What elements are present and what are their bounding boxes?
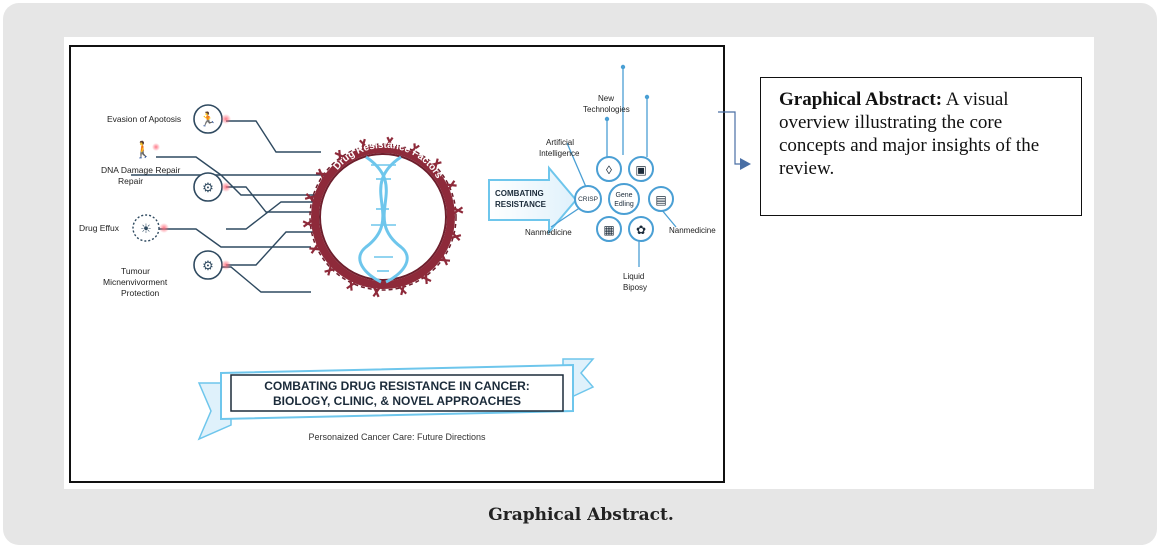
figure-canvas: 🏃 🚶 ⚙ ☀ ⚙ Evasion of Apotosis DNA Damage… (79, 64, 716, 442)
callout-text: A visual overview illustrating the core … (779, 89, 1040, 179)
factor-connectors (131, 120, 326, 293)
factor-icon-gear-hand: ⚙ (193, 172, 231, 202)
ring-thorn (334, 151, 351, 161)
factor-label-tumour-3: Protection (121, 288, 160, 298)
ring-thorn (348, 274, 353, 291)
ring-thorn (444, 180, 456, 196)
factor-icon-apoptosis: 🏃 (193, 104, 231, 134)
factor-icon-tumour: ⚙ (193, 250, 231, 280)
ring-thorn (302, 220, 319, 230)
sun-cell-icon: ☀ (140, 221, 152, 236)
liquid-biopsy-label-2: Biposy (623, 283, 647, 292)
ring-thorn (305, 193, 319, 207)
ai-label-1: Artificial (546, 138, 574, 147)
ring-thorn (359, 138, 366, 156)
factor-icon-dna-repair: 🚶 (133, 140, 160, 159)
factor-label-tumour-2: Micnenvivorment (103, 277, 168, 287)
new-tech-label-1: New (598, 94, 614, 103)
ring-thorn (310, 238, 322, 254)
gene-editing-label-1: Gene (615, 192, 632, 199)
factor-label-drug-efflux: Drug Effux (79, 223, 120, 233)
ring-thorn (440, 182, 457, 187)
ring-thorn (393, 281, 407, 295)
combating-resistance-arrow: COMBATING RESISTANCE (488, 165, 578, 235)
factor-icon-drug-efflux: ☀ (132, 214, 169, 242)
gears-icon: ⚙ (202, 258, 214, 273)
nanomedicine-right-label: Nanmedicine (669, 226, 716, 235)
ai-chip-icon: ◊ (606, 163, 612, 177)
ring-thorn (425, 161, 442, 168)
factor-label-apoptosis: Evasion of Apotosis (107, 114, 181, 124)
nanomedicine-left-label: Nanmedicine (525, 228, 572, 237)
crispr-label: CRISP (578, 196, 598, 203)
callout-title: Graphical Abstract: (779, 89, 943, 110)
figure-caption: Graphical Abstract. (488, 505, 674, 525)
gear-hand-icon: ⚙ (202, 180, 214, 195)
figure-subtitle: Personaized Cancer Care: Future Directio… (308, 432, 486, 442)
lab-icon: ▦ (603, 223, 614, 237)
ring-thorn (447, 204, 464, 214)
ring-thorn (346, 278, 362, 290)
gene-editing-label-2: Edling (614, 201, 634, 208)
device-icon: ▣ (635, 163, 646, 177)
banner-line2: BIOLOGY, CLINIC, & NOVEL APPROACHES (273, 394, 521, 408)
screen-icon: ▤ (655, 193, 666, 207)
drug-resistance-ring: Drug Resistance Factors (302, 136, 464, 298)
tech-connectors (550, 67, 677, 267)
ring-thorn (309, 247, 326, 252)
factor-label-dna-repair-2: Repair (118, 176, 143, 186)
ring-thorn (432, 158, 439, 175)
ring-thorn (317, 168, 327, 185)
ring-thorn (444, 234, 462, 241)
banner-line1: COMBATING DRUG RESISTANCE IN CANCER: (264, 379, 530, 393)
liquid-biopsy-label-1: Liquid (623, 272, 644, 281)
walking-person-icon: 🚶 (133, 140, 153, 159)
ring-thorn (413, 143, 418, 160)
ring-thorn (404, 144, 420, 156)
ring-thorn (315, 172, 333, 176)
combat-arrow-line2: RESISTANCE (495, 200, 547, 209)
ring-thorn (327, 259, 334, 276)
ring-thorn (382, 136, 394, 152)
cell-icon: ✿ (636, 223, 646, 237)
new-tech-label-2: Technologies (583, 105, 630, 114)
ring-label: Drug Resistance Factors (331, 140, 444, 181)
ring-thorn (439, 249, 449, 266)
ring-thorn (400, 278, 407, 296)
ring-thorn (338, 149, 342, 167)
factor-label-dna-repair: DNA Damage Repair (101, 165, 181, 175)
ai-label-2: Intelligence (539, 149, 580, 158)
tech-cluster (574, 156, 674, 242)
title-banner: COMBATING DRUG RESISTANCE IN CANCER: BIO… (197, 358, 595, 441)
running-person-icon: 🏃 (199, 111, 216, 127)
ring-thorn (304, 193, 322, 200)
ring-thorn (324, 266, 341, 273)
graphical-abstract-figure: 🏃 🚶 ⚙ ☀ ⚙ Evasion of Apotosis DNA Damage… (69, 45, 725, 483)
combat-arrow-line1: COMBATING (495, 189, 544, 198)
callout-pointer-arrow (718, 111, 751, 170)
dna-helix-icon (358, 155, 409, 284)
ring-thorn (448, 206, 464, 218)
ring-thorn (424, 267, 428, 285)
ring-thorn (386, 136, 396, 153)
callout-box: Graphical Abstract: A visual overview il… (760, 77, 1082, 216)
ring-thorn (370, 281, 380, 298)
ring-thorn (447, 227, 461, 241)
factor-label-tumour: Tumour (121, 266, 150, 276)
ring-thorn (302, 216, 318, 228)
ring-thorn (415, 273, 432, 283)
ring-thorn (433, 258, 451, 262)
ring-thorn (359, 139, 373, 153)
ring-thorn (372, 282, 384, 298)
